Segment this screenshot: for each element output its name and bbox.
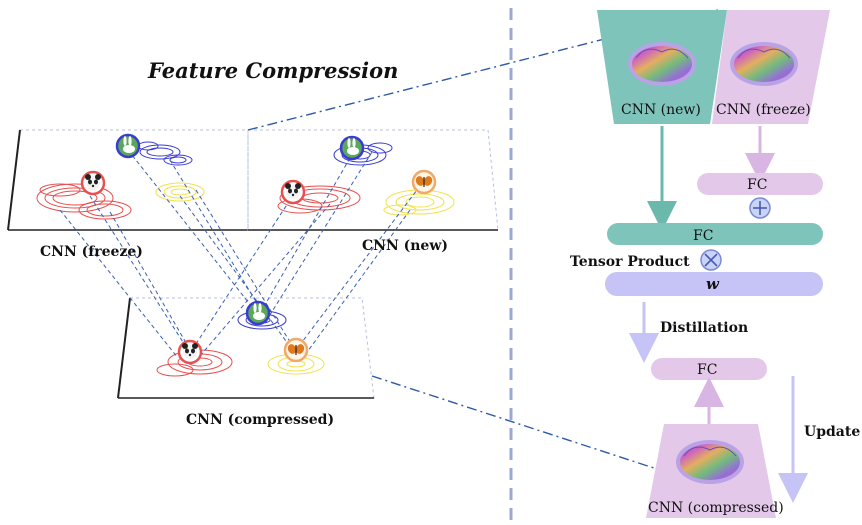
plane-freeze bbox=[7, 129, 249, 231]
panda-icon bbox=[280, 179, 306, 205]
fc-new-bar bbox=[607, 223, 823, 245]
fc-compressed-bar bbox=[651, 358, 767, 380]
tensor-product-icon bbox=[700, 249, 722, 271]
brain-icon bbox=[628, 42, 696, 86]
distillation-label: Distillation bbox=[660, 320, 748, 336]
w-bar bbox=[605, 272, 823, 296]
brain-icon bbox=[730, 42, 798, 86]
cnn-freeze-block: CNN (freeze) bbox=[712, 10, 830, 124]
rabbit-icon bbox=[115, 133, 141, 159]
zoom-line-bottom bbox=[371, 375, 661, 471]
label-cnn-compressed-left: CNN (compressed) bbox=[186, 412, 334, 428]
cnn-new-block: CNN (new) bbox=[597, 10, 727, 124]
plane-compressed bbox=[117, 297, 375, 399]
cnn-compressed-label: CNN (compressed) bbox=[648, 500, 784, 516]
brain-icon bbox=[676, 440, 744, 484]
w-label: w bbox=[706, 275, 720, 293]
connector-lines bbox=[59, 149, 421, 363]
plus-icon bbox=[749, 197, 771, 219]
tensor-product-label: Tensor Product bbox=[570, 254, 690, 270]
butterfly-icon bbox=[411, 169, 437, 195]
cnn-compressed-block: CNN (compressed) bbox=[646, 424, 784, 518]
fc-freeze-label: FC bbox=[747, 177, 767, 193]
update-label: Update bbox=[804, 424, 860, 440]
panda-icon bbox=[80, 170, 106, 196]
rabbit-icon bbox=[339, 135, 365, 161]
panda-icon bbox=[177, 339, 203, 365]
label-cnn-freeze-left: CNN (freeze) bbox=[40, 244, 143, 260]
cnn-new-label: CNN (new) bbox=[621, 102, 701, 118]
label-cnn-new-left: CNN (new) bbox=[362, 238, 448, 254]
cnn-freeze-label: CNN (freeze) bbox=[716, 102, 811, 118]
left-title: Feature Compression bbox=[147, 58, 398, 83]
fc-new-label: FC bbox=[693, 228, 713, 244]
butterfly-icon bbox=[283, 337, 309, 363]
fc-freeze-bar bbox=[697, 173, 823, 195]
panda-contours-freeze bbox=[36, 183, 132, 220]
fc-compressed-label: FC bbox=[697, 362, 717, 378]
rabbit-contours-freeze bbox=[137, 141, 193, 166]
plane-new bbox=[247, 129, 499, 231]
butterfly-contours-new bbox=[383, 189, 455, 216]
rabbit-icon bbox=[245, 300, 271, 326]
